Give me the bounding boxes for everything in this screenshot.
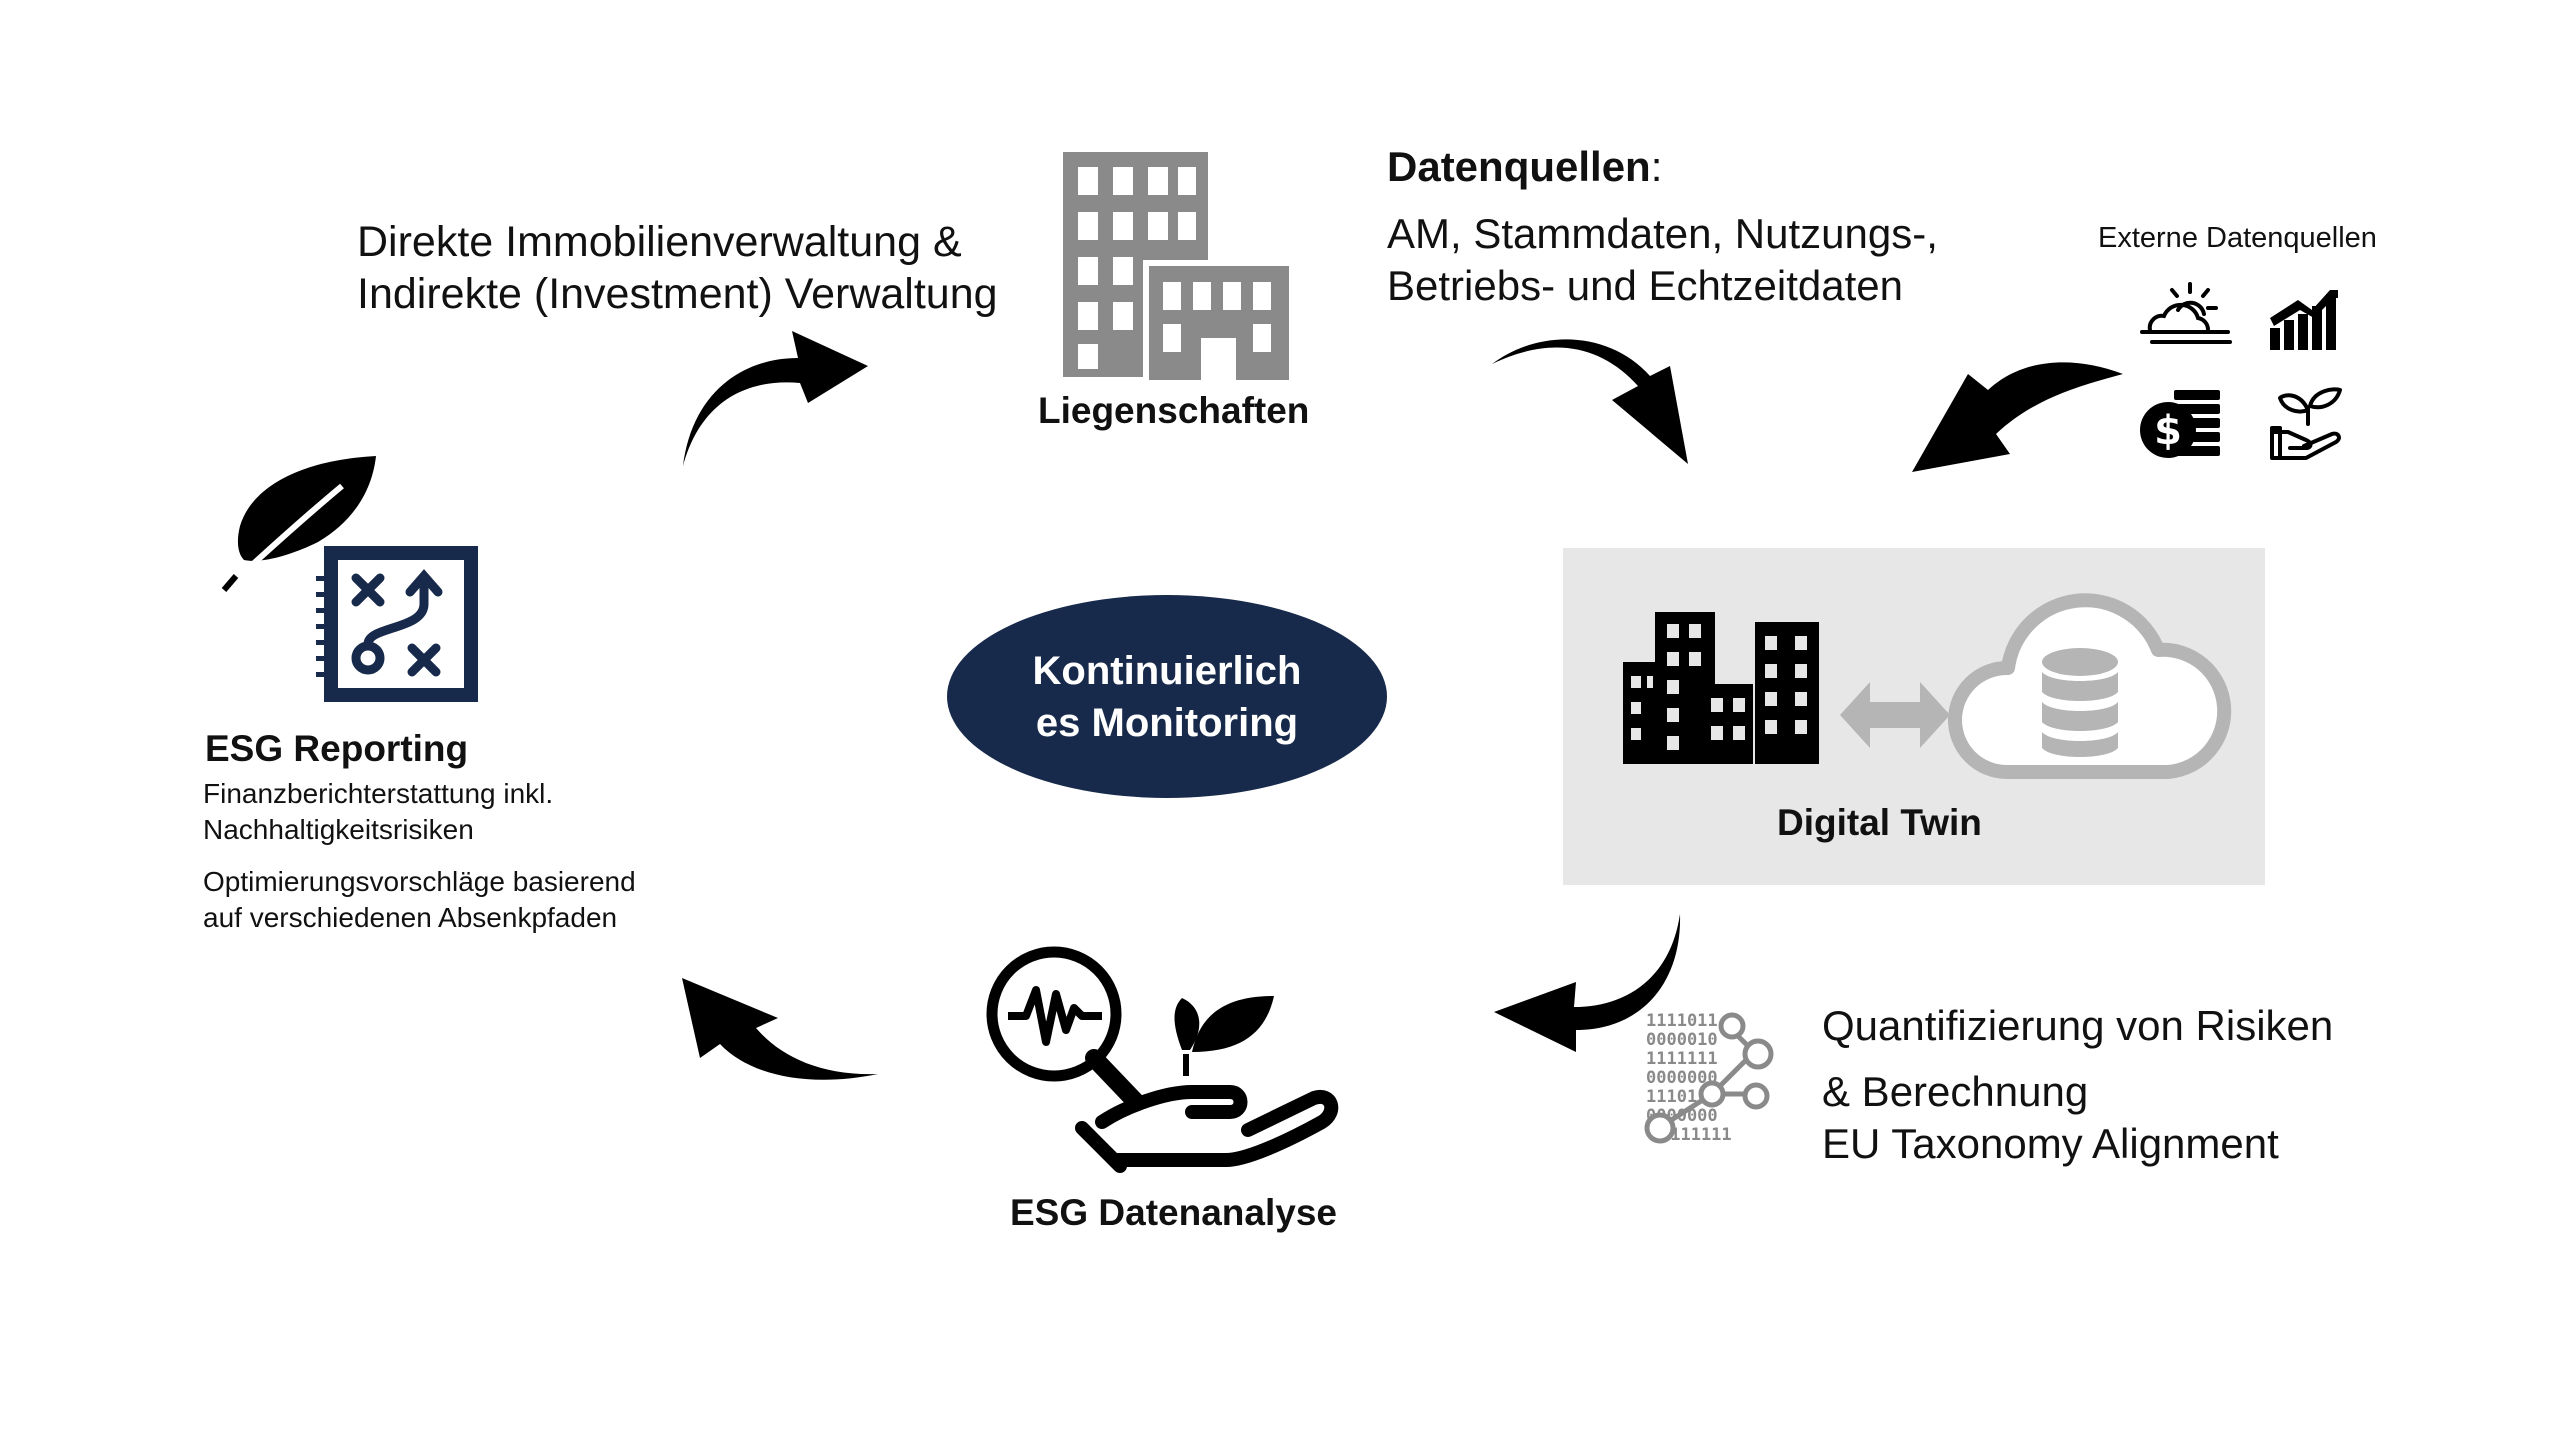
externe-datenquellen-label: Externe Datenquellen [2098,222,2377,254]
binary-row: 1111011 [1646,1011,1718,1031]
arrow-to-liegenschaften [683,331,868,466]
esg-reporting-line1: Finanzberichterstattung inkl. [203,778,554,809]
management-text-line1: Direkte Immobilienverwaltung & [357,218,962,266]
liegenschaften-label: Liegenschaften [1038,390,1310,431]
leaf-icon [221,456,376,593]
dollar-coins-icon: $ [2140,390,2220,458]
binary-row: 1111111 [1646,1049,1718,1069]
building-icon [1063,152,1293,380]
quantifizierung-line2: & Berechnung [1822,1068,2089,1115]
weather-icon [2140,282,2232,344]
cloud-database-icon [1948,593,2232,779]
esg-reporting-line4: auf verschiedenen Absenkpfaden [203,902,618,933]
binary-row: 0000010 [1646,1030,1718,1050]
strategy-board-icon [316,546,478,702]
datenquellen-line1: AM, Stammdaten, Nutzungs-, [1387,210,1938,257]
management-text-line2: Indirekte (Investment) Verwaltung [357,270,998,318]
esg-reporting-line2: Nachhaltigkeitsrisiken [203,814,474,845]
datenquellen-line2: Betriebs- und Echtzeitdaten [1387,262,1903,309]
arrow-analyse-to-reporting [682,978,878,1080]
esg-analysis-icon [986,946,1339,1173]
monitoring-line1: Kontinuierlich [1032,648,1302,693]
datenquellen-title-text: Datenquellen [1387,143,1651,190]
arrow-externe-to-twin [1912,362,2123,472]
binary-network-icon: 1111011 0000010 1111111 0000000 111011 0… [1644,1011,1774,1145]
city-buildings-icon [1623,612,1819,764]
hand-plant-icon [2270,387,2342,460]
double-arrow-icon [1840,682,1950,748]
esg-reporting-title: ESG Reporting [205,728,469,769]
datenquellen-title-colon: : [1650,143,1663,190]
arrow-twin-to-analyse [1494,914,1681,1052]
svg-text:$: $ [2154,408,2182,454]
digital-twin-label: Digital Twin [1777,802,1982,843]
esg-reporting-line3: Optimierungsvorschläge basierend [203,866,636,897]
monitoring-line2: es Monitoring [1035,700,1299,745]
binary-row: 111011 [1646,1087,1707,1107]
binary-row: 0111111 [1660,1125,1732,1145]
quantifizierung-line3: EU Taxonomy Alignment [1822,1120,2279,1167]
binary-row: 0000000 [1646,1068,1718,1088]
esg-datenanalyse-label: ESG Datenanalyse [1010,1192,1337,1233]
arrow-datenquellen-to-twin [1492,339,1688,464]
quantifizierung-line1: Quantifizierung von Risiken [1822,1002,2334,1049]
datenquellen-title: Datenquellen: [1387,143,1662,191]
continuous-monitoring-ellipse: Kontinuierlich es Monitoring [947,595,1387,798]
growth-chart-icon [2270,290,2338,350]
